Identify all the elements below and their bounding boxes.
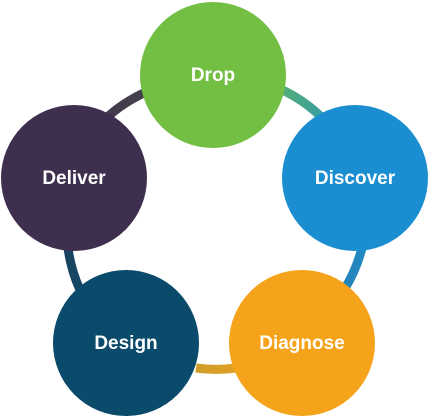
- node-discover: Discover: [282, 105, 428, 251]
- node-diagnose: Diagnose: [229, 270, 375, 416]
- node-deliver-circle: [1, 105, 147, 251]
- node-deliver: Deliver: [1, 105, 147, 251]
- node-drop-circle: [140, 2, 286, 148]
- node-diagnose-circle: [229, 270, 375, 416]
- arc-design-to-deliver: [63, 247, 85, 292]
- node-diagnose-label: Diagnose: [259, 333, 345, 354]
- node-discover-label: Discover: [315, 168, 396, 189]
- arc-discover-to-diagnose: [340, 246, 367, 293]
- node-drop: Drop: [140, 2, 286, 148]
- node-discover-circle: [282, 105, 428, 251]
- node-design-label: Design: [94, 333, 157, 354]
- arc-diagnose-to-design: [195, 363, 237, 374]
- node-design-circle: [53, 270, 199, 416]
- node-deliver-label: Deliver: [42, 168, 106, 189]
- node-drop-label: Drop: [191, 65, 235, 86]
- node-design: Design: [53, 270, 199, 416]
